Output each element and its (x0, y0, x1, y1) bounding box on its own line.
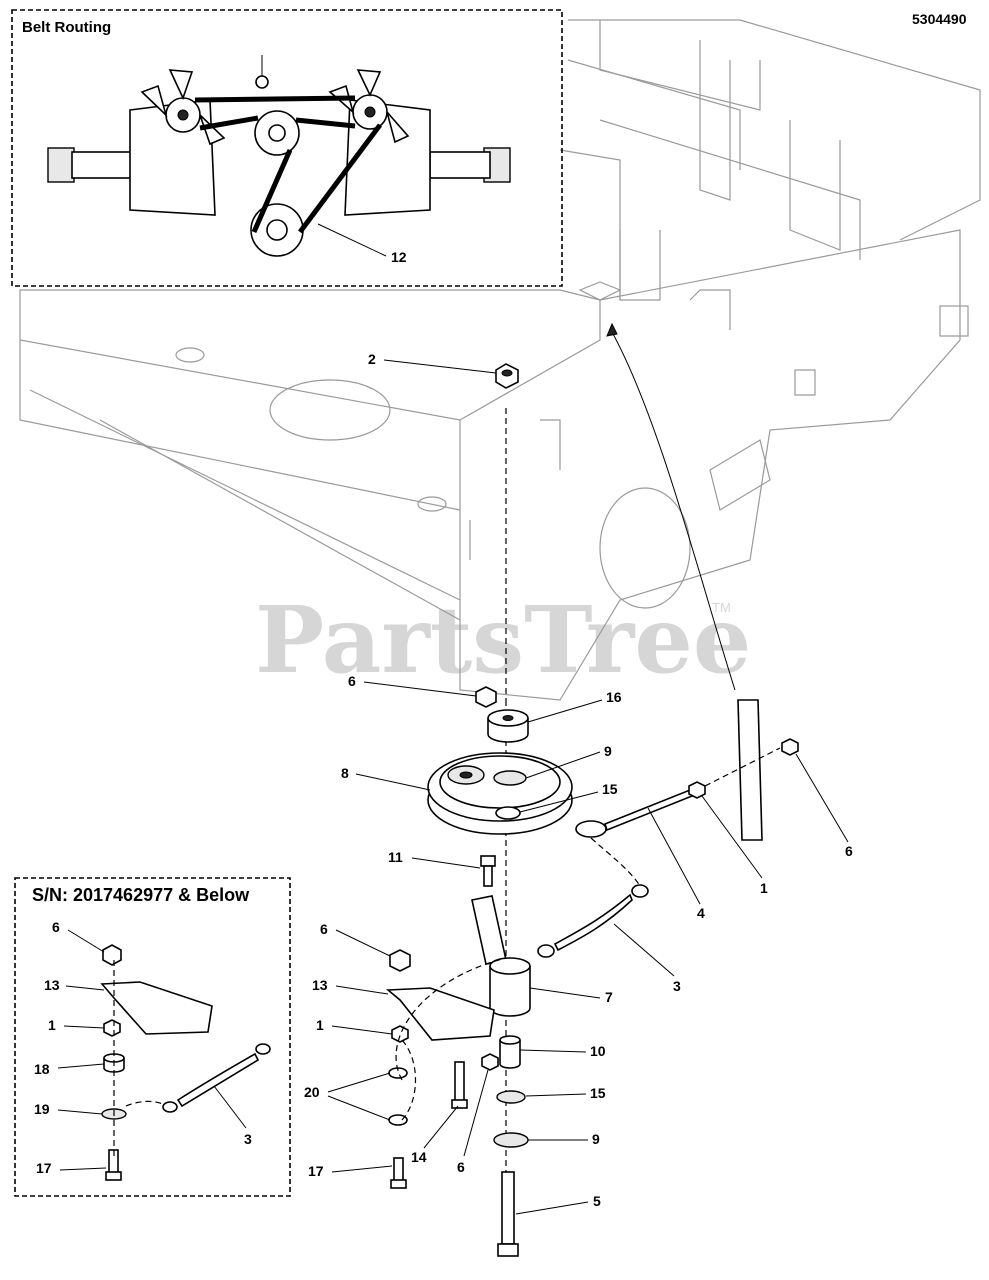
part-3-spring (537, 884, 649, 958)
watermark: PartsTree TM (255, 586, 751, 694)
part-9-washer-top (493, 770, 527, 786)
frame-structure (19, 19, 981, 701)
part-14-bolt (451, 1061, 468, 1109)
part-9-washer-bottom (493, 1132, 529, 1148)
part-6-top-nut (475, 686, 497, 708)
belt-routing-title: Belt Routing (22, 19, 111, 36)
sn-part-3-spring (162, 1043, 271, 1113)
belt-path-drawing (194, 55, 383, 257)
frame-bracket-plate (737, 699, 763, 841)
part-6-bottom-nut (481, 1053, 499, 1071)
callout-15-bot: 15 (590, 1085, 606, 1101)
sn-callout-17: 17 (36, 1160, 52, 1176)
callout-9-top: 9 (604, 743, 612, 759)
part-11-bolt (480, 855, 496, 887)
main-callouts: 2 6 16 9 8 15 11 4 1 6 3 6 13 7 1 10 20 (304, 351, 853, 1215)
main-assembly (385, 322, 799, 1257)
right-transaxle-drawing (328, 69, 511, 216)
callout-6-right: 6 (845, 843, 853, 859)
document-number: 5304490 (912, 11, 967, 27)
part-17-bolt (390, 1157, 407, 1189)
callout-9-bot: 9 (592, 1131, 600, 1147)
sn-callout-19: 19 (34, 1101, 50, 1117)
part-16-spacer (487, 709, 529, 743)
part-6-mid-nut (389, 949, 411, 972)
callout-14: 14 (411, 1149, 427, 1165)
routing-arrow (611, 331, 736, 691)
part-7-idler-arm (471, 895, 531, 1017)
part-10-bushing (499, 1035, 521, 1069)
sn-inset-box: S/N: 2017462977 & Below 6 13 1 18 19 (14, 877, 291, 1197)
sn-callout-1: 1 (48, 1017, 56, 1033)
part-8-pulley (427, 752, 573, 835)
callout-6-mid: 6 (320, 921, 328, 937)
sn-part-13-plate (100, 981, 213, 1035)
part-5-bolt (497, 1171, 519, 1257)
callout-6-bot: 6 (457, 1159, 465, 1175)
sn-callout-13: 13 (44, 977, 60, 993)
sn-part-1-nut (103, 1019, 121, 1037)
callout-17: 17 (308, 1163, 324, 1179)
part-4-eyebolt (575, 788, 693, 838)
callout-20: 20 (304, 1084, 320, 1100)
callout-3-right: 3 (673, 978, 681, 994)
callout-12: 12 (391, 249, 407, 265)
callout-4: 4 (697, 905, 705, 921)
sn-callout-6: 6 (52, 919, 60, 935)
sn-callout-3: 3 (244, 1131, 252, 1147)
callout-16: 16 (606, 689, 622, 705)
part-13-plate (385, 987, 495, 1041)
callout-1-mid: 1 (316, 1017, 324, 1033)
left-transaxle-drawing (47, 69, 226, 216)
watermark-tm: TM (712, 600, 731, 615)
part-1-mid-nut (391, 1025, 409, 1043)
callout-11: 11 (388, 849, 403, 865)
part-2-nut (495, 363, 519, 389)
sn-callout-18: 18 (34, 1061, 50, 1077)
part-6-right-nut (781, 738, 799, 756)
callout-2: 2 (368, 351, 376, 367)
watermark-text: PartsTree (255, 586, 751, 694)
callout-7: 7 (605, 989, 613, 1005)
callout-13: 13 (312, 977, 328, 993)
callout-1-right: 1 (760, 880, 768, 896)
sn-box-title: S/N: 2017462977 & Below (32, 885, 250, 905)
belt-routing-box: Belt Routing (11, 9, 563, 287)
callout-8: 8 (341, 765, 349, 781)
part-1-right-nut (688, 781, 706, 799)
callout-15-top: 15 (602, 781, 618, 797)
callout-10: 10 (590, 1043, 606, 1059)
part-15-bearing-bottom (496, 1090, 526, 1104)
callout-6-top: 6 (348, 673, 356, 689)
callout-5: 5 (593, 1193, 601, 1209)
part-15-bearing-top (495, 806, 521, 820)
sn-part-6-nut (102, 944, 122, 966)
